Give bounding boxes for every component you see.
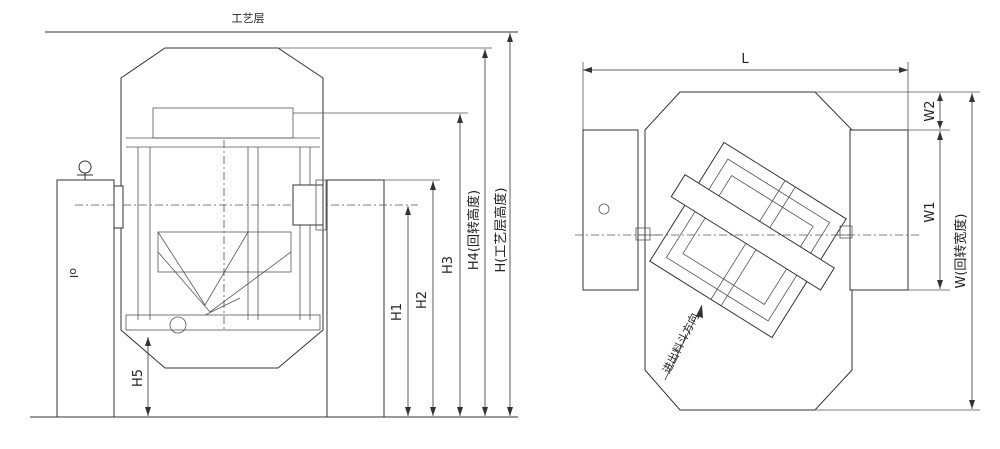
dim-w1-label: W1 [923,201,938,222]
rotating-body-octagon [120,47,324,369]
dim-h5: H5 [131,337,151,416]
dim-h4-label: H4(回转高度) [466,190,482,270]
valve-wheel-icon [169,316,187,334]
dim-l-label: L [741,52,749,67]
dim-h5-label: H5 [131,369,146,387]
right-flange-plate [315,179,327,231]
plan-motor-icon [598,203,610,215]
dim-h3: H3 [441,114,463,416]
small-mark-label: oI [67,268,80,278]
dim-w2: W2 [923,93,943,129]
plan-right-column [849,129,909,291]
dim-h2-label: H2 [415,291,430,309]
right-flange [292,184,324,226]
process-floor-label: 工艺层 [232,12,265,25]
dim-h2: H2 [415,181,436,416]
dim-h1-label: H1 [390,303,405,321]
knob-icon [78,160,92,174]
front-view: 工艺层 oI [30,12,518,418]
right-support-column [326,179,385,418]
rotated-hopper [649,141,847,339]
dim-h3-label: H3 [441,256,456,274]
dim-w-label: W(回转宽度) [953,214,969,289]
valve-handle [204,297,241,316]
dim-h4: H4(回转高度) [466,49,488,416]
left-flange [113,185,124,229]
dim-h-label: H(工艺层高度) [493,188,509,273]
dim-w: W(回转宽度) [953,93,975,409]
dim-w2-label: W2 [923,100,938,121]
bottom-frame [125,314,321,331]
left-support-column [56,179,115,418]
plan-left-column [582,129,639,291]
plan-right-flange [839,225,853,239]
dim-h1: H1 [390,206,411,416]
dim-h: H(工艺层高度) [493,33,513,416]
plan-left-flange [635,227,651,241]
dim-w1: W1 [923,131,943,289]
hopper-cone [157,231,249,306]
hopper-cone-2 [157,251,292,313]
top-view: L 进出料斗方向 [575,52,980,411]
